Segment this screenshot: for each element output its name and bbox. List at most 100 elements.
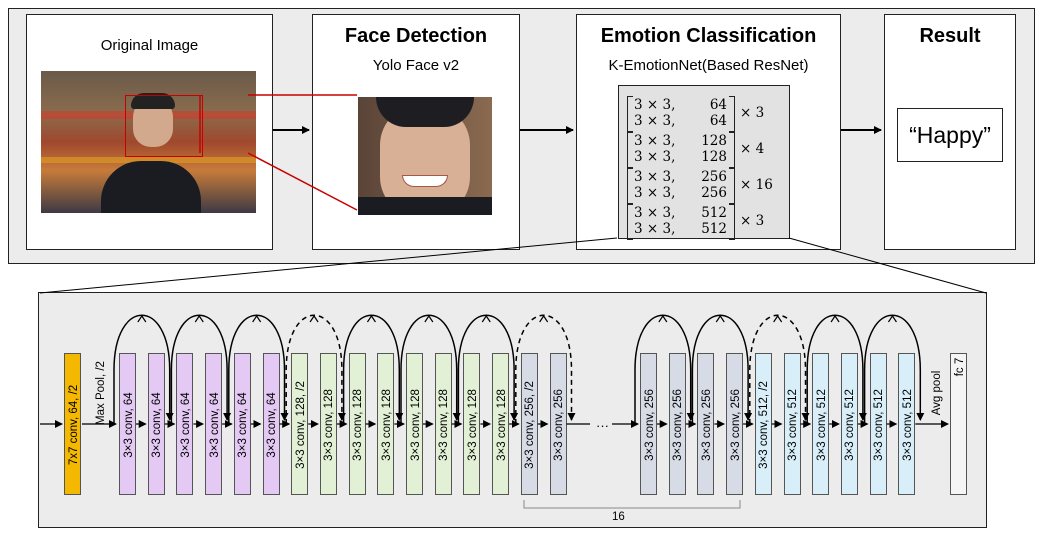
result-value: “Happy” [897, 108, 1003, 162]
skip-arrowhead [137, 314, 147, 323]
skip-connection [113, 314, 174, 424]
left-bracket [627, 132, 633, 168]
layer-conv: 3×3 conv, 128 [434, 353, 452, 495]
matrix-channels: 256 [701, 185, 727, 201]
skip-arrowhead [539, 314, 549, 323]
layer-conv: 3×3 conv, 256 [697, 353, 715, 495]
matrix-multiplier: × 3 [740, 105, 765, 121]
matrix-kernel: 3 × 3, [634, 185, 676, 201]
face-detection-box: Face Detection Yolo Face v2 [312, 14, 520, 250]
original-image-box: Original Image [26, 14, 273, 250]
left-bracket [627, 168, 633, 204]
matrix-channels: 512 [701, 221, 727, 237]
skip-connection [457, 314, 519, 424]
matrix-kernel: 3 × 3, [634, 169, 676, 185]
layer-conv: 3×3 conv, 256 [549, 353, 567, 495]
skip-arrowhead [252, 314, 262, 323]
left-bracket [627, 204, 633, 240]
right-bracket [729, 168, 735, 204]
result-title: Result [919, 25, 981, 47]
matrix-multiplier: × 16 [740, 177, 773, 193]
layer-conv: 3×3 conv, 64 [205, 353, 223, 495]
layer-conv: 3×3 conv, 256 [668, 353, 686, 495]
layer-conv: 3×3 conv, 256 [726, 353, 744, 495]
layer-conv: 3×3 conv, 512 [840, 353, 858, 495]
layer-conv: 3×3 conv, 256, /2 [520, 353, 538, 495]
skip-arrowhead [424, 314, 434, 323]
matrix-kernel: 3 × 3, [634, 133, 676, 149]
matrix-row: 3 × 3, 64 3 × 3, 64 × 3 [619, 96, 789, 132]
matrix-channels: 256 [701, 169, 727, 185]
matrix-kernel: 3 × 3, [634, 113, 676, 129]
cropped-face-photo [358, 97, 492, 215]
layer-conv: 3×3 conv, 64 [233, 353, 251, 495]
skip-arrowhead [887, 314, 897, 323]
skip-connection [170, 314, 232, 424]
layer-conv: 3×3 conv, 128, /2 [291, 353, 309, 495]
layer-conv: 3×3 conv, 512 [869, 353, 887, 495]
skip-connection [806, 314, 867, 424]
original-image-title: Original Image [100, 37, 199, 54]
skip-arrowhead [366, 314, 376, 323]
right-bracket [729, 204, 735, 240]
zoom-line-left [39, 237, 618, 294]
right-bracket [729, 96, 735, 132]
skip-connection [634, 314, 695, 424]
skip-arrowhead [830, 314, 840, 323]
matrix-kernel: 3 × 3, [634, 221, 676, 237]
right-bracket [729, 132, 735, 168]
hair [131, 93, 175, 109]
layer-conv: 3×3 conv, 64 [119, 353, 136, 495]
skip-arrowhead [658, 314, 668, 323]
face-detection-title: Face Detection [344, 25, 488, 47]
emotion-subtitle: K-EmotionNet(Based ResNet) [608, 57, 809, 74]
matrix-row: 3 × 3, 256 3 × 3, 256 × 16 [619, 168, 789, 204]
face-detection-subtitle: Yolo Face v2 [372, 57, 460, 74]
layer-conv: 3×3 conv, 128 [348, 353, 366, 495]
skip-connection [228, 314, 289, 424]
layer-conv: 3×3 conv, 64 [262, 353, 280, 495]
emotion-title: Emotion Classification [600, 25, 817, 47]
matrix-channels: 64 [709, 113, 727, 129]
matrix-kernel: 3 × 3, [634, 149, 676, 165]
layer-conv: 3×3 conv, 128 [492, 353, 510, 495]
matrix-channels: 512 [701, 205, 727, 221]
matrix-multiplier: × 3 [740, 213, 765, 229]
zoom-lines [199, 94, 358, 211]
matrix-multiplier: × 4 [740, 141, 765, 157]
original-photo [41, 71, 256, 213]
detection-box [125, 95, 203, 157]
skip-connection [691, 314, 753, 424]
matrix-channels: 128 [701, 149, 727, 165]
ellipsis: ··· [596, 418, 609, 433]
person-body [101, 161, 201, 213]
layer-conv: 3×3 conv, 64 [147, 353, 165, 495]
skip-arrowhead [773, 314, 783, 323]
emotion-classification-box: Emotion Classification K-EmotionNet(Base… [576, 14, 841, 250]
zoom-line-right [788, 237, 987, 294]
layer-conv: 3×3 conv, 512, /2 [754, 353, 772, 495]
layer-conv: 3×3 conv, 128 [319, 353, 337, 495]
skip-arrowhead [194, 314, 204, 323]
projection-shortcut [285, 314, 346, 424]
layer-conv7x7: 7x7 conv, 64, /2 [64, 353, 81, 495]
skip-connection [400, 314, 461, 424]
bracket-label: 16 [612, 511, 625, 523]
layer-conv: 3×3 conv, 512 [898, 353, 916, 495]
result-box: Result “Happy” [884, 14, 1016, 250]
matrix-kernel: 3 × 3, [634, 205, 676, 221]
skip-connection [342, 314, 404, 424]
shirt [358, 197, 492, 215]
projection-shortcut [515, 314, 576, 424]
skip-arrowhead [309, 314, 319, 323]
layer-conv: 3×3 conv, 128 [377, 353, 395, 495]
skip-connection [863, 314, 925, 424]
projection-shortcut [749, 314, 810, 424]
hair [376, 97, 474, 127]
matrix-channels: 64 [709, 97, 727, 113]
matrix-kernel: 3 × 3, [634, 97, 676, 113]
repeat-bracket [523, 500, 741, 509]
